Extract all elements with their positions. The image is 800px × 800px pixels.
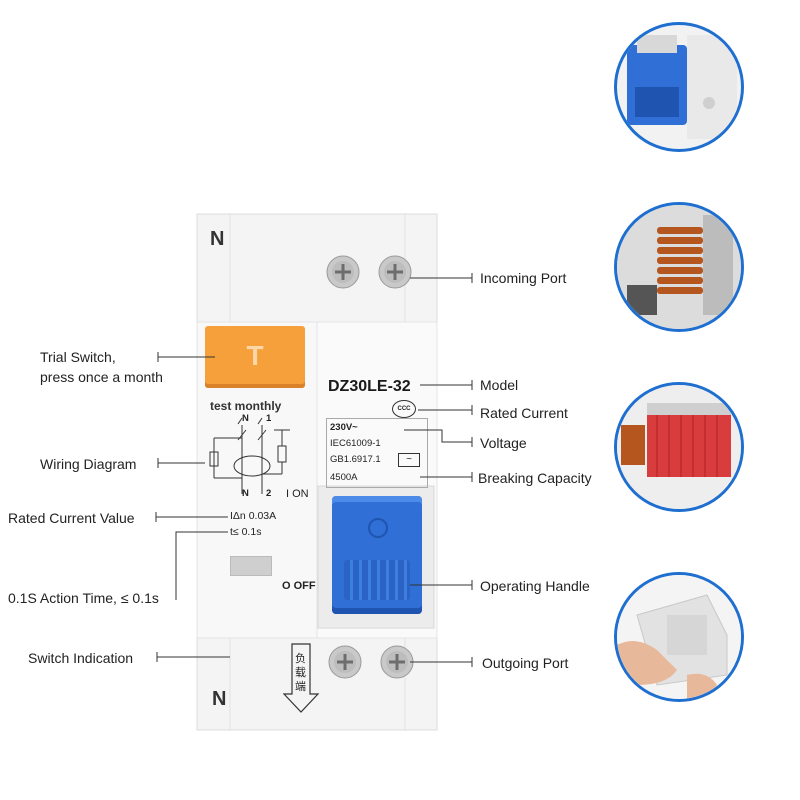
diagram-n-bottom: N xyxy=(242,488,249,499)
callout-breaking-capacity: Breaking Capacity xyxy=(478,470,592,486)
coil-closeup-image xyxy=(617,205,741,329)
callout-trial-switch: Trial Switch, press once a month xyxy=(40,349,163,386)
detail-photo-arc-chute xyxy=(614,382,744,512)
diagram-2-bottom: 2 xyxy=(266,488,272,499)
handle-pivot xyxy=(368,518,388,538)
callout-voltage: Voltage xyxy=(480,435,527,451)
spec-voltage: 230V~ xyxy=(330,422,358,433)
off-label: O OFF xyxy=(282,580,316,592)
callout-model: Model xyxy=(480,377,519,393)
callout-incoming-port: Incoming Port xyxy=(480,270,567,286)
certification-mark: CCC xyxy=(392,400,416,418)
handle-closeup-image xyxy=(627,35,737,139)
screw-bottom-right xyxy=(380,645,414,679)
callout-switch-indication: Switch Indication xyxy=(28,650,134,666)
trip-time: t≤ 0.1s xyxy=(230,526,262,538)
load-char-1: 负 xyxy=(295,653,306,665)
callout-outgoing-port: Outgoing Port xyxy=(482,655,569,671)
diagram-1-top: 1 xyxy=(266,413,272,424)
spec-gb: GB1.6917.1 xyxy=(330,454,381,465)
detail-photo-hand xyxy=(614,572,744,702)
detail-photo-handle xyxy=(614,22,744,152)
test-monthly-label: test monthly xyxy=(210,399,282,413)
test-button-letter: T xyxy=(246,340,264,371)
wave-symbol-box: ~ xyxy=(398,453,420,467)
on-label: I ON xyxy=(286,488,309,500)
terminal-label-bottom: N xyxy=(212,688,227,710)
callout-operating-handle: Operating Handle xyxy=(480,578,590,594)
test-button[interactable]: T xyxy=(205,326,305,388)
detail-photo-coil xyxy=(614,202,744,332)
hand-housing-image xyxy=(617,575,741,699)
callout-rated-current-value: Rated Current Value xyxy=(8,510,135,526)
callout-wiring-diagram: Wiring Diagram xyxy=(40,456,137,472)
load-char-3: 端 xyxy=(295,681,306,693)
residual-current: IΔn 0.03A xyxy=(230,510,277,522)
spec-frame xyxy=(326,418,428,488)
switch-indicator-window xyxy=(230,556,272,576)
screw-bottom-left xyxy=(328,645,362,679)
operating-handle[interactable] xyxy=(332,496,422,614)
load-char-2: 载 xyxy=(295,667,306,679)
screw-top-left xyxy=(326,255,360,289)
spec-breaking-capacity: 4500A xyxy=(330,472,358,483)
callout-rated-current: Rated Current xyxy=(480,405,568,421)
arc-chute-closeup-image xyxy=(617,385,741,509)
handle-grip xyxy=(344,560,410,600)
cert-text: CCC xyxy=(397,406,411,412)
model-label: DZ30LE-32 xyxy=(328,378,411,395)
terminal-label-top: N xyxy=(210,228,225,250)
callout-action-time: 0.1S Action Time, ≤ 0.1s xyxy=(8,590,159,606)
spec-standard: IEC61009-1 xyxy=(330,438,381,449)
screw-top-right xyxy=(378,255,412,289)
diagram-n-top: N xyxy=(242,413,249,424)
